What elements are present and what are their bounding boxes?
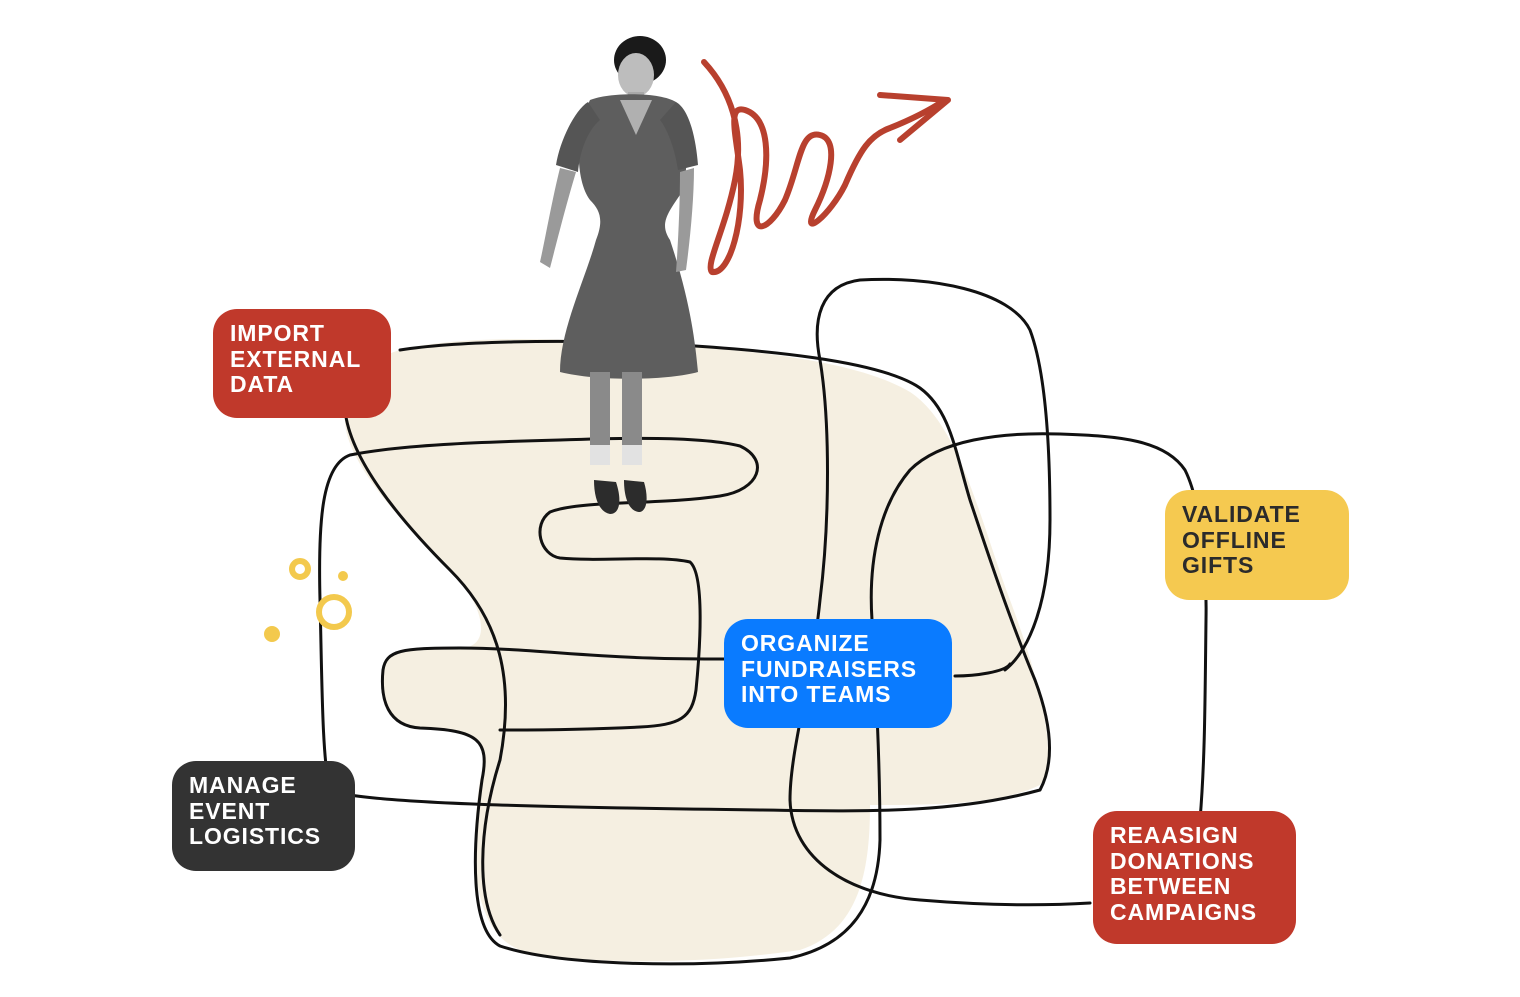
path-line-outer	[318, 339, 1051, 937]
label-line: EVENT	[189, 797, 271, 824]
label-line: VALIDATE	[1182, 501, 1301, 527]
red-scribble-arrow-icon	[701, 59, 951, 275]
label-line: CAMPAIGNS	[1110, 898, 1257, 925]
label-validate-offline-gifts: VALIDATE OFFLINE GIFTS	[1165, 490, 1349, 600]
yellow-circles-icon	[264, 558, 352, 642]
label-line: ORGANIZE	[741, 630, 870, 656]
label-manage-event-logistics: MANAGE EVENT LOGISTICS	[172, 761, 355, 871]
label-line: IMPORT	[230, 320, 325, 346]
label-line: LOGISTICS	[189, 823, 322, 849]
label-line: GIFTS	[1182, 552, 1255, 578]
label-import-external-data: IMPORT EXTERNAL DATA	[213, 309, 391, 418]
label-line: BETWEEN	[1110, 873, 1232, 899]
path-line-upper	[788, 277, 1092, 907]
winding-path-line	[380, 432, 1208, 966]
label-line: FUNDRAISERS	[741, 655, 918, 682]
label-line: DATA	[230, 371, 295, 397]
label-line: DONATIONS	[1110, 847, 1255, 874]
label-line: INTO TEAMS	[741, 681, 892, 707]
label-reassign-donations: REAASIGN DONATIONS BETWEEN CAMPAIGNS	[1093, 811, 1296, 944]
path-line-middle	[498, 436, 1012, 732]
woman-in-dress-icon	[540, 36, 698, 514]
label-organize-fundraisers: ORGANIZE FUNDRAISERS INTO TEAMS	[724, 619, 952, 728]
label-line: REAASIGN	[1110, 822, 1239, 848]
label-line: EXTERNAL	[230, 345, 362, 372]
label-line: MANAGE	[189, 772, 297, 798]
label-line: OFFLINE	[1182, 526, 1287, 553]
